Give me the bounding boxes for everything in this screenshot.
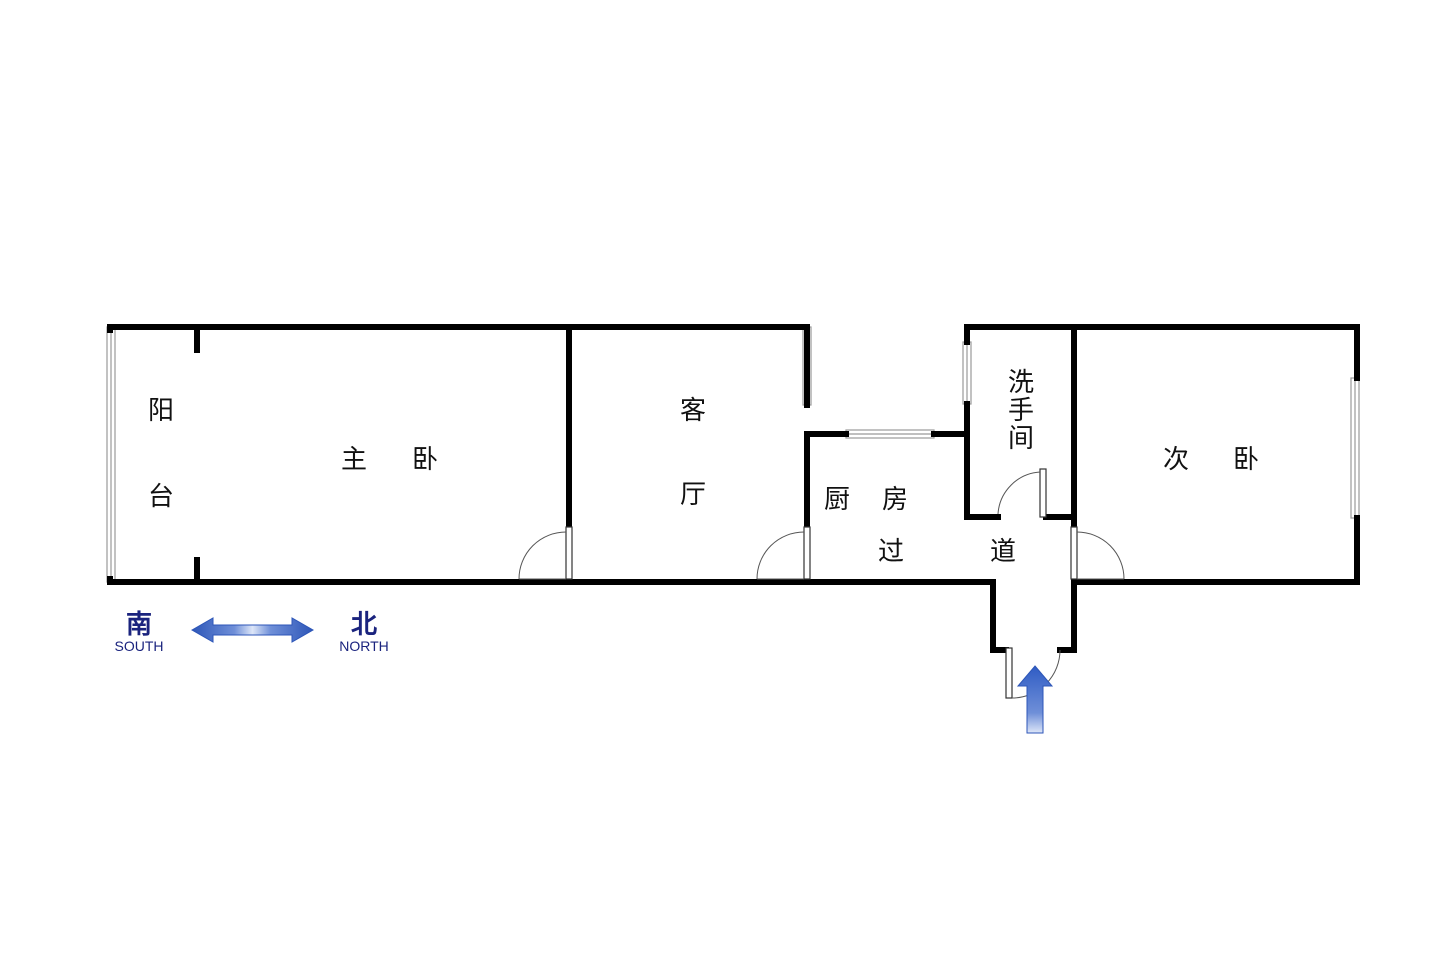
north-cn-label: 北 [351, 610, 377, 640]
room-living-room: 客 厅 [680, 396, 706, 510]
room-label: 洗 [1008, 368, 1034, 398]
second-bedroom-door [1070, 526, 1125, 580]
room-label: 台 [148, 482, 174, 512]
room-label: 厨 [824, 485, 850, 515]
wall-entrance [990, 579, 1077, 653]
room-label: 厅 [680, 480, 706, 510]
entrance-arrow-icon [1016, 665, 1054, 734]
kitchen-window [845, 429, 935, 439]
wall-washroom-west [964, 324, 1001, 520]
washroom-door [997, 468, 1047, 518]
room-label: 道 [990, 537, 1016, 567]
walls [107, 324, 1360, 653]
room-label: 手 [1008, 396, 1034, 426]
balcony-window [106, 326, 116, 583]
room-label: 客 [680, 396, 706, 426]
room-label: 房 [882, 485, 908, 515]
room-label: 过 [878, 537, 904, 567]
room-washroom: 洗 手 间 [1008, 368, 1034, 454]
room-label: 卧 [412, 445, 438, 475]
room-label: 间 [1008, 424, 1034, 454]
south-en-label: SOUTH [115, 638, 164, 654]
room-label: 主 [341, 445, 367, 475]
second-bedroom-window [1350, 377, 1360, 519]
north-en-label: NORTH [339, 638, 389, 654]
living-room-door [756, 526, 811, 580]
room-master-bedroom: 主 卧 [341, 445, 438, 475]
master-bedroom-door [518, 526, 573, 580]
room-balcony: 阳 台 [148, 396, 174, 512]
room-label: 次 [1163, 445, 1189, 475]
south-cn-label: 南 [126, 610, 152, 640]
washroom-window [962, 341, 972, 405]
double-arrow-icon [190, 617, 315, 643]
room-corridor: 过 道 [878, 537, 1016, 567]
wall-top-west [107, 324, 810, 408]
room-second-bedroom: 次 卧 [1163, 445, 1259, 475]
compass: 南 SOUTH 北 NORTH [115, 610, 389, 654]
room-kitchen: 厨 房 [824, 485, 908, 515]
room-label: 阳 [148, 396, 174, 426]
room-label: 卧 [1233, 445, 1259, 475]
